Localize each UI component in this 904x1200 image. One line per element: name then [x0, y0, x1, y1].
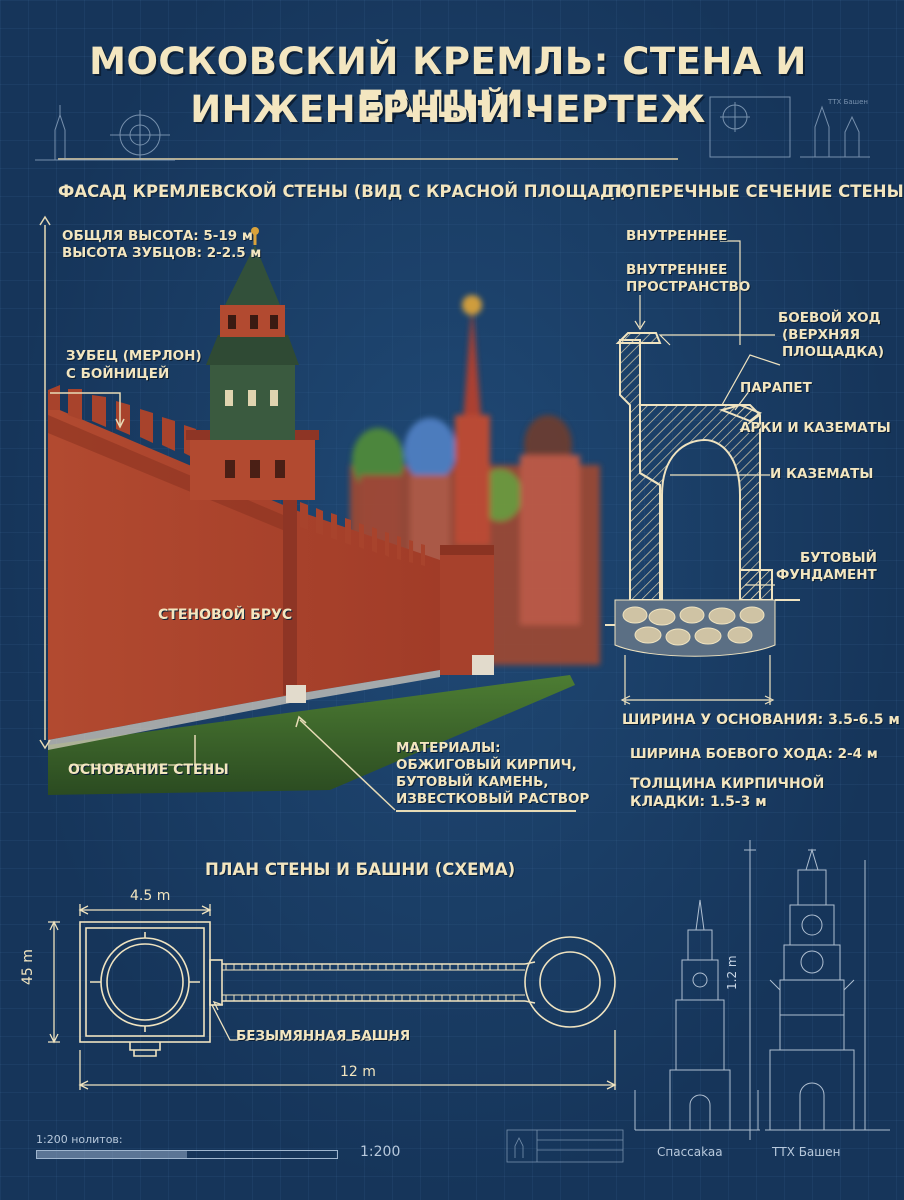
- wall-pilaster: [283, 495, 297, 695]
- dim-top: 4.5 m: [130, 888, 171, 904]
- kremlin-tower: [186, 227, 319, 500]
- tower2-dim: 1.2 m: [725, 955, 739, 990]
- plan-drawing: [48, 904, 617, 1090]
- label-walkway-1: БОЕВОЙ ХОД: [778, 310, 881, 326]
- tower-sketches: 1.2 m: [634, 840, 890, 1140]
- label-brick-thickness-1: ТОЛЩИНА КИРПИЧНОЙ: [630, 776, 825, 792]
- materials-line-2: ОБЖИГОВЫЙ КИРПИЧ,: [396, 757, 577, 773]
- materials-underline: [396, 810, 576, 812]
- title-line-2: ИНЖЕНЕРНЫЙ ЧЕРТЕЖ: [190, 88, 706, 131]
- corner-sketch-right: ТТХ Башен: [709, 96, 870, 158]
- label-merlon-height: ВЫСОТА ЗУБЦОВ: 2-2.5 м: [62, 245, 262, 261]
- label-tower-name: БЕЗЫМЯННАЯ БАШНЯ: [236, 1028, 411, 1044]
- dim-bottom: 12 m: [340, 1064, 376, 1080]
- title-underline: [58, 158, 678, 160]
- height-dimension: [39, 215, 51, 750]
- label-foundation-2: ФУНДАМЕНТ: [776, 567, 877, 583]
- cross-section-drawing: [605, 240, 800, 705]
- label-walkway-2: (ВЕРХНЯЯ: [782, 327, 861, 343]
- label-inner-space-1: ВНУТРЕННЕЕ: [626, 262, 728, 278]
- label-merlon-1: ЗУБЕЦ (МЕРЛОН): [66, 348, 202, 364]
- caption-tower-1: Спассаkaa: [657, 1145, 723, 1159]
- title-block-stamp: [506, 1129, 624, 1163]
- plan-heading: ПЛАН СТЕНЫ И БАШНИ (СХЕМА): [205, 860, 516, 879]
- label-inner-space-2: ПРОСТРАНСТВО: [626, 279, 751, 295]
- materials-block: МАТЕРИАЛЫ: ОБЖИГОВЫЙ КИРПИЧ, БУТОВЫЙ КАМ…: [396, 740, 590, 808]
- facade-heading: ФАСАД КРЕМЛЕВСКОЙ СТЕНЫ (ВИД С КРАСНОЙ П…: [58, 182, 637, 201]
- materials-line-4: ИЗВЕСТКОВЫЙ РАСТВОР: [396, 791, 590, 807]
- label-casemates: И КАЗЕМАТЫ: [770, 466, 874, 482]
- rubble-foundation: [614, 599, 776, 657]
- label-total-height: ОБЩЛЯ ВЫСОТА: 5-19 м: [62, 228, 253, 244]
- svg-text:ТТХ Башен: ТТХ Башен: [827, 98, 868, 106]
- label-inner: ВНУТРЕННЕЕ: [626, 228, 728, 244]
- label-walkway-width: ШИРИНА БОЕВОГО ХОДА: 2-4 м: [630, 746, 878, 762]
- dim-side: 45 m: [20, 949, 36, 985]
- label-wall-base: ОСНОВАНИЕ СТЕНЫ: [68, 762, 229, 778]
- label-foundation-1: БУТОВЫЙ: [800, 550, 877, 566]
- label-brick-thickness-2: КЛАДКИ: 1.5-3 м: [630, 794, 767, 810]
- label-merlon-2: С БОЙНИЦЕЙ: [66, 366, 170, 382]
- kremlin-wall: [48, 405, 440, 740]
- label-base-width: ШИРИНА У ОСНОВАНИЯ: 3.5-6.5 м: [622, 712, 900, 728]
- section-heading: ПОПЕРЕЧНЫЕ СЕЧЕНИЕ СТЕНЫ: [608, 182, 904, 201]
- label-arches: АРКИ И КАЗЕМАТЫ: [740, 420, 891, 436]
- label-wall-beam: СТЕНОВОЙ БРУС: [158, 607, 293, 623]
- label-parapet: ПАРАПЕТ: [740, 380, 812, 396]
- facade-illustration: [39, 215, 600, 811]
- scale-value: 1:200: [360, 1144, 401, 1160]
- caption-tower-2: ТТХ Башен: [772, 1145, 841, 1159]
- title-line-1: МОСКОВСКИЙ КРЕМЛЬ: СТЕНА И БАШНИ.: [89, 40, 807, 126]
- materials-line-1: МАТЕРИАЛЫ:: [396, 740, 501, 756]
- corner-sketch-left: [35, 105, 175, 161]
- scale-note: 1:200 нoлитов:: [36, 1133, 123, 1146]
- label-walkway-3: ПЛОЩАДКА): [782, 344, 885, 360]
- materials-line-3: БУТОВЫЙ КАМЕНЬ,: [396, 774, 549, 790]
- scale-bar: [36, 1150, 338, 1159]
